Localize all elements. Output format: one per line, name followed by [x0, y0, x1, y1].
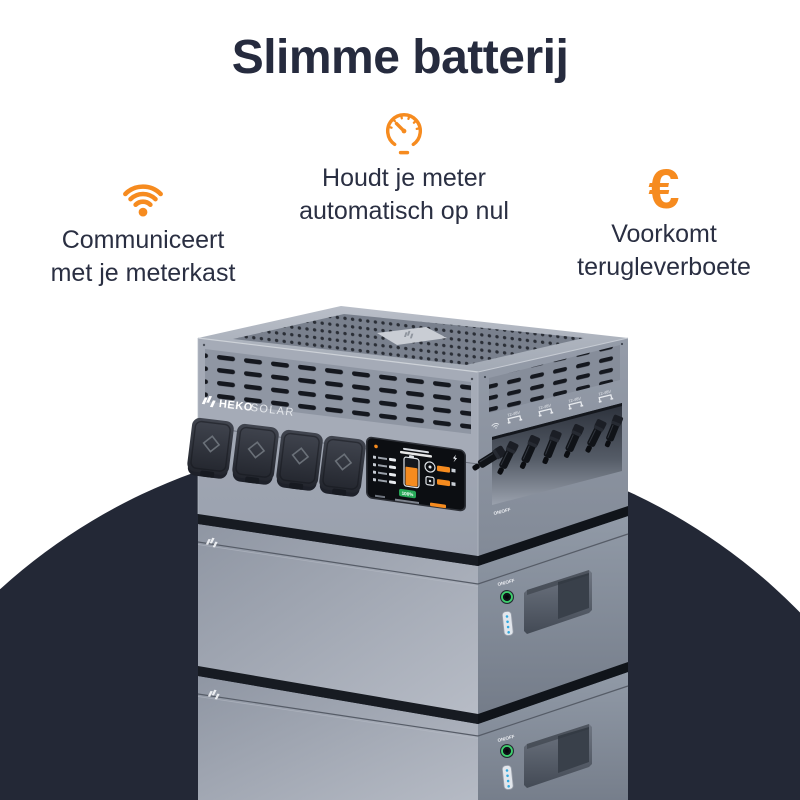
feature-communication-line2: met je meterkast	[50, 259, 236, 287]
front-vent-grille	[205, 349, 471, 434]
port-label: 12-48V	[598, 388, 612, 396]
feature-communication: Communiceert met je meterkast	[3, 172, 283, 290]
screen-stat-rows	[373, 455, 396, 485]
module-power-button	[500, 590, 514, 604]
wifi-icon	[123, 184, 163, 217]
outlet-cover	[319, 435, 366, 497]
euro-icon: €	[648, 157, 680, 220]
feature-meter: Houdt je meter automatisch op nul	[204, 108, 604, 228]
screen-soc-badge	[399, 488, 416, 499]
module-power-label: ON/OFF	[497, 578, 515, 587]
outlet-cover	[276, 429, 323, 491]
screen-status-led	[374, 444, 378, 449]
inverter-power-label: ON/OFF	[493, 507, 511, 516]
module-power-label: ON/OFF	[497, 734, 515, 743]
port-label: 12-48V	[538, 402, 552, 410]
brand-name-bold: HEKO	[218, 398, 253, 414]
feature-fine-line1: Voorkomt	[611, 220, 717, 248]
battery-module-bottom: ON/OFF	[197, 672, 629, 800]
wifi-antenna-icon	[491, 423, 500, 429]
battery-module-middle: ON/OFF	[197, 516, 629, 714]
brand-logo: HEKO SOLAR	[201, 395, 295, 419]
screen-soc-value: 100%	[402, 491, 414, 498]
feature-fine-line2: terugleverboete	[577, 253, 751, 281]
feature-meter-line2: automatisch op nul	[299, 197, 509, 225]
side-vent-grille	[489, 345, 620, 413]
feature-communication-line1: Communiceert	[61, 226, 225, 254]
module-front-face	[198, 524, 478, 714]
screen-bolt-icon	[453, 454, 457, 463]
module-led-indicator	[501, 765, 514, 790]
page-title: Slimme batterij	[231, 31, 569, 84]
screen-battery-icon	[403, 455, 420, 489]
screen-grid-icon	[425, 476, 435, 486]
module-power-button	[500, 744, 514, 758]
module-handle	[524, 570, 592, 634]
outlet-covers	[187, 417, 366, 497]
outlet-cover	[187, 417, 234, 479]
feature-fine: € Voorkomt terugleverboete	[514, 160, 800, 284]
outlet-cover	[232, 423, 279, 485]
inverter-unit: HEKO SOLAR	[187, 306, 629, 556]
gauge-icon	[386, 113, 422, 155]
brand-name-light: SOLAR	[250, 402, 295, 419]
pv-input-panel: 12-48V 12-48V 12-48V 12-48V	[469, 388, 625, 516]
display-screen: 100%	[366, 436, 466, 512]
module-led-indicator	[501, 611, 514, 636]
module-handle	[524, 724, 592, 788]
feature-meter-line1: Houdt je meter	[322, 164, 486, 192]
screen-home-icon	[424, 461, 436, 473]
port-label: 12-48V	[507, 409, 521, 417]
port-label: 12-48V	[568, 395, 582, 403]
